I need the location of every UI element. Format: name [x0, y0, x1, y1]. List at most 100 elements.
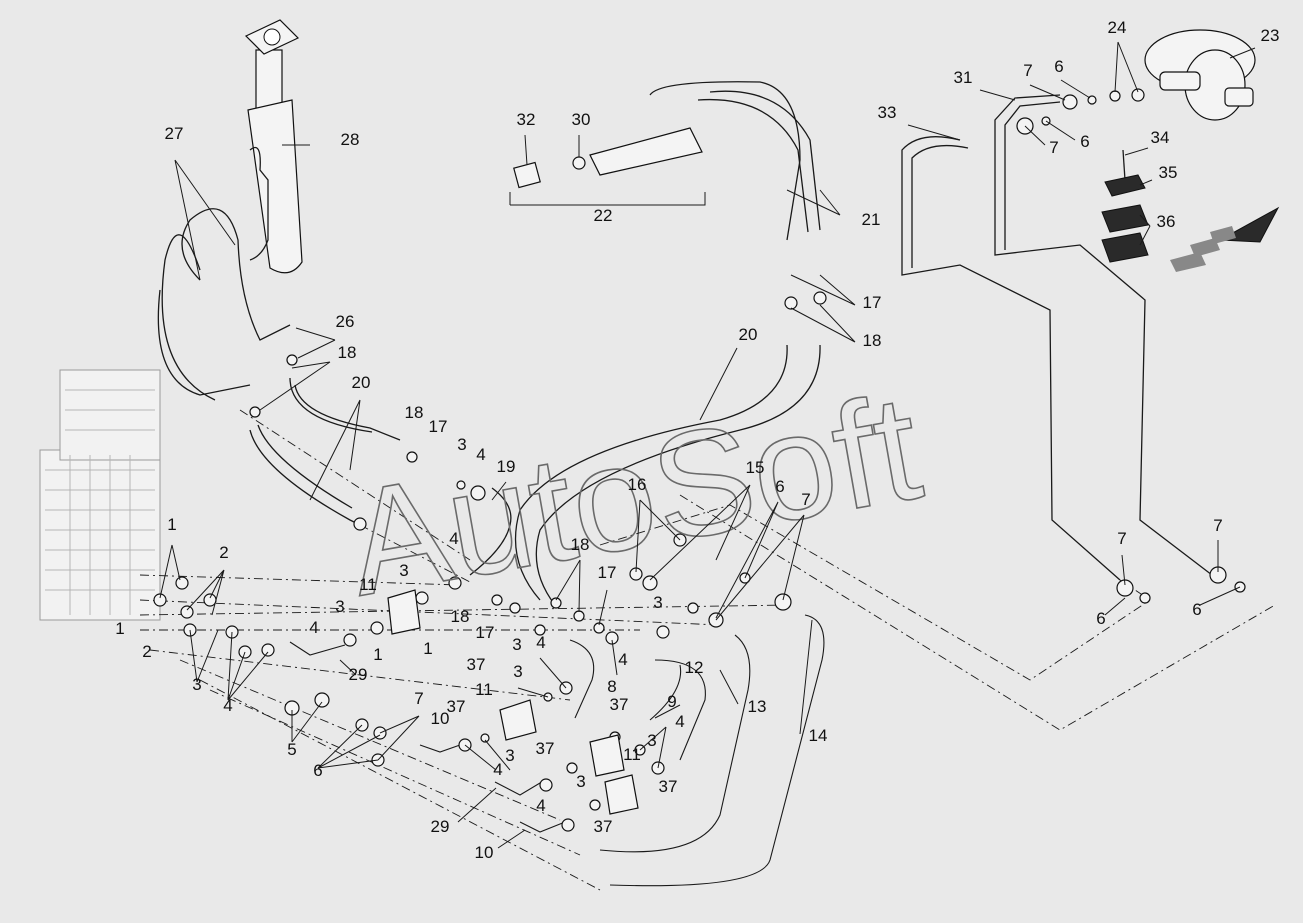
callout-18: 18: [451, 607, 470, 626]
callout-18: 18: [338, 343, 357, 362]
callout-6: 6: [1192, 600, 1201, 619]
callout-7: 7: [414, 689, 423, 708]
callout-28: 28: [341, 130, 360, 149]
callout-12: 12: [685, 658, 704, 677]
callout-34: 34: [1151, 128, 1170, 147]
callout-4: 4: [309, 618, 318, 637]
callout-17: 17: [429, 417, 448, 436]
callout-3: 3: [457, 435, 466, 454]
callout-17: 17: [863, 293, 882, 312]
callout-9: 9: [667, 692, 676, 711]
callout-13: 13: [748, 697, 767, 716]
hose-27a: [181, 208, 291, 341]
callout-6: 6: [1080, 132, 1089, 151]
callout-22: 22: [594, 206, 613, 225]
tube-29-lower: [494, 779, 546, 796]
callout-6: 6: [1096, 609, 1105, 628]
tube-10-upper: [419, 744, 461, 753]
callout-4: 4: [493, 760, 502, 779]
callout-37: 37: [447, 697, 466, 716]
callout-27: 27: [165, 124, 184, 143]
callout-17: 17: [476, 623, 495, 642]
callout-30: 30: [572, 110, 591, 129]
callout-1: 1: [373, 645, 382, 664]
callout-11: 11: [359, 575, 377, 594]
small-cylinder-22: [509, 127, 706, 206]
hose-21-pair: [649, 81, 801, 241]
elbow-fittings: [387, 589, 639, 815]
callout-37: 37: [659, 777, 678, 796]
callout-18: 18: [571, 535, 590, 554]
hose-20-left: [249, 429, 361, 526]
callout-21: 21: [862, 210, 881, 229]
callout-6: 6: [1054, 57, 1063, 76]
callout-7: 7: [1213, 516, 1222, 535]
callout-7: 7: [801, 490, 810, 509]
callout-20: 20: [739, 325, 758, 344]
callout-7: 7: [1049, 138, 1058, 157]
hose-27b: [161, 234, 216, 401]
callout-17: 17: [598, 563, 617, 582]
callout-4: 4: [449, 529, 458, 548]
callout-4: 4: [223, 696, 232, 715]
callout-1: 1: [167, 515, 176, 534]
callout-1: 1: [115, 619, 124, 638]
callout-3: 3: [513, 662, 522, 681]
callout-19: 19: [497, 457, 516, 476]
callout-3: 3: [505, 746, 514, 765]
callout-3: 3: [653, 593, 662, 612]
tube-13: [599, 634, 751, 853]
callout-26: 26: [336, 312, 355, 331]
callout-20: 20: [352, 373, 371, 392]
callout-10: 10: [475, 843, 494, 862]
callout-4: 4: [536, 796, 545, 815]
callout-3: 3: [335, 597, 344, 616]
leader-lines: [159, 41, 1256, 849]
callout-4: 4: [618, 650, 627, 669]
hose-20-right: [514, 344, 788, 601]
callout-15: 15: [746, 458, 765, 477]
tube-29-upper: [289, 641, 346, 656]
callout-37: 37: [610, 695, 629, 714]
callout-10: 10: [431, 709, 450, 728]
callout-3: 3: [192, 675, 201, 694]
callout-18: 18: [405, 403, 424, 422]
hose-19: [469, 487, 512, 576]
callout-2: 2: [142, 642, 151, 661]
callout-11: 11: [623, 745, 641, 764]
callout-14: 14: [809, 726, 828, 745]
tube-8: [569, 639, 595, 719]
callout-3: 3: [512, 635, 521, 654]
watermark: AutoSoft: [336, 362, 932, 627]
callout-4: 4: [536, 633, 545, 652]
callout-33: 33: [878, 103, 897, 122]
callout-16: 16: [628, 475, 647, 494]
lift-cylinder: [244, 19, 303, 274]
tube-14: [609, 614, 825, 887]
callout-5: 5: [287, 740, 296, 759]
tube-9: [649, 664, 682, 721]
callout-37: 37: [594, 817, 613, 836]
callout-1: 1: [423, 639, 432, 658]
hydraulic-motor: [1144, 29, 1256, 121]
callout-3: 3: [399, 561, 408, 580]
tube-12: [654, 659, 706, 761]
clamp-set: [1101, 149, 1280, 272]
callout-3: 3: [647, 731, 656, 750]
tube-33: [901, 136, 1121, 581]
callout-24: 24: [1108, 18, 1127, 37]
callout-31: 31: [954, 68, 973, 87]
callout-4: 4: [476, 445, 485, 464]
callout-35: 35: [1159, 163, 1178, 182]
callout-18: 18: [863, 331, 882, 350]
callout-4: 4: [675, 712, 684, 731]
callout-11: 11: [475, 680, 493, 699]
callout-3: 3: [576, 772, 585, 791]
callout-36: 36: [1157, 212, 1176, 231]
callout-37: 37: [536, 739, 555, 758]
callout-23: 23: [1261, 26, 1280, 45]
callout-29: 29: [349, 665, 368, 684]
